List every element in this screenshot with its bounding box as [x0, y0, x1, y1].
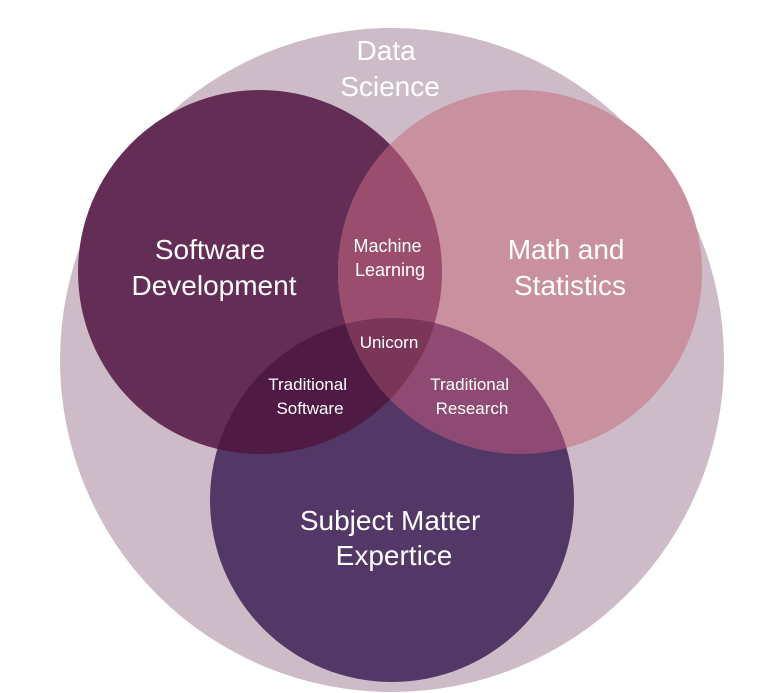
region-traditional-research: [338, 318, 574, 454]
region-traditional-software: [210, 318, 442, 454]
label-data-science: Data Science: [340, 35, 440, 102]
label-unicorn: Unicorn: [360, 333, 419, 352]
label-software-development: Software Development: [132, 234, 297, 301]
label-traditional-research: Traditional Research: [430, 375, 513, 418]
label-subject-matter-expertice: Subject Matter Expertice: [300, 505, 488, 571]
label-machine-learning: Machine Learning: [353, 236, 426, 280]
label-traditional-software: Traditional Software: [268, 375, 351, 418]
label-math-and-statistics: Math and Statistics: [508, 234, 633, 301]
